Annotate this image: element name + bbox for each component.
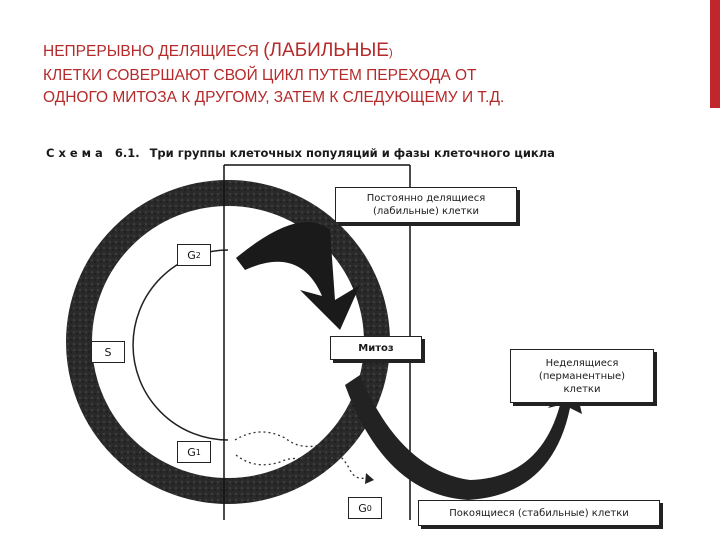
- dotted-path-g1-g0: [234, 431, 366, 479]
- slide-title: Непрерывно делящиеся (лабильные)клетки с…: [43, 40, 505, 106]
- mitosis-box: Митоз: [330, 336, 422, 360]
- s-phase-arc: [132, 249, 229, 441]
- permanent-cells-box: Неделящиеся (перманентные) клетки: [510, 349, 654, 403]
- dotted-path-loop: [235, 454, 311, 466]
- phase-s-label: S: [91, 341, 125, 363]
- stable-cells-box: Покоящиеся (стабильные) клетки: [418, 500, 660, 526]
- arrow-to-mitosis: [236, 221, 360, 330]
- arrow-to-permanent: [345, 375, 582, 500]
- dotted-arrowhead: [365, 473, 374, 484]
- labile-cells-box: Постоянно делящиеся (лабильные) клетки: [335, 187, 517, 223]
- accent-bar: [710, 0, 720, 108]
